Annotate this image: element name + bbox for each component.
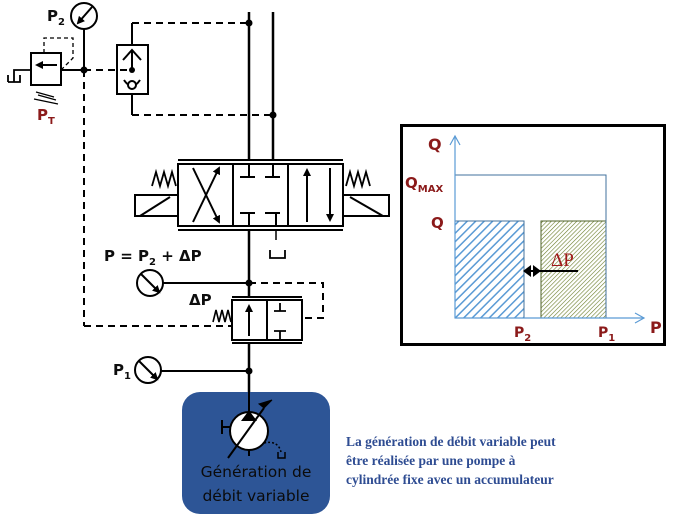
note-line1: La génération de débit variable peut — [346, 434, 556, 449]
directional-valve-4-3 — [134, 159, 390, 231]
y-tick-qmax: QMAX — [405, 174, 443, 195]
x-tick-p2: P2 — [514, 325, 531, 344]
pump-caption: Génération de débit variable — [182, 460, 330, 508]
relief-valve — [7, 37, 84, 105]
label-p1: P1 — [113, 361, 131, 382]
label-delta-p-valve: ΔP — [189, 291, 212, 309]
junction-dot — [269, 111, 277, 119]
x-axis-arrow — [634, 312, 646, 324]
y-tick-q: Q — [431, 214, 444, 232]
pressure-gauge-p2 — [70, 2, 98, 70]
pump-caption-line1: Génération de — [200, 463, 312, 481]
main-lines — [247, 12, 286, 410]
region-useful-power — [454, 220, 525, 319]
pressure-gauge-p — [136, 269, 249, 297]
pilot-lines — [83, 22, 324, 327]
region-loss-power — [540, 220, 607, 319]
pressure-compensator — [212, 296, 303, 344]
pump-caption-line2: débit variable — [202, 487, 310, 505]
y-axis-label: Q — [428, 135, 442, 154]
shuttle-valve — [116, 23, 149, 115]
junction-dot — [245, 19, 253, 27]
label-pt: PT — [37, 106, 55, 127]
label-p2: P2 — [47, 7, 65, 28]
delta-p-arrow-left — [523, 265, 531, 277]
chart-frame — [400, 124, 666, 346]
delta-p-annotation: ΔP — [551, 250, 574, 271]
delta-p-arrow-right — [533, 265, 541, 277]
x-tick-p1: P1 — [598, 325, 615, 344]
x-axis-label: P — [650, 318, 662, 337]
pressure-gauge-p1 — [134, 356, 249, 384]
explanation-note: La génération de débit variable peut êtr… — [346, 432, 646, 489]
label-p-equation: P = P2 + ΔP — [104, 247, 202, 268]
y-axis-arrow — [449, 134, 461, 146]
variable-pump-icon — [221, 392, 286, 459]
tank-symbol — [269, 250, 286, 259]
note-line3: cylindrée fixe avec un accumulateur — [346, 472, 554, 487]
note-line2: être réalisée par une pompe à — [346, 453, 516, 468]
